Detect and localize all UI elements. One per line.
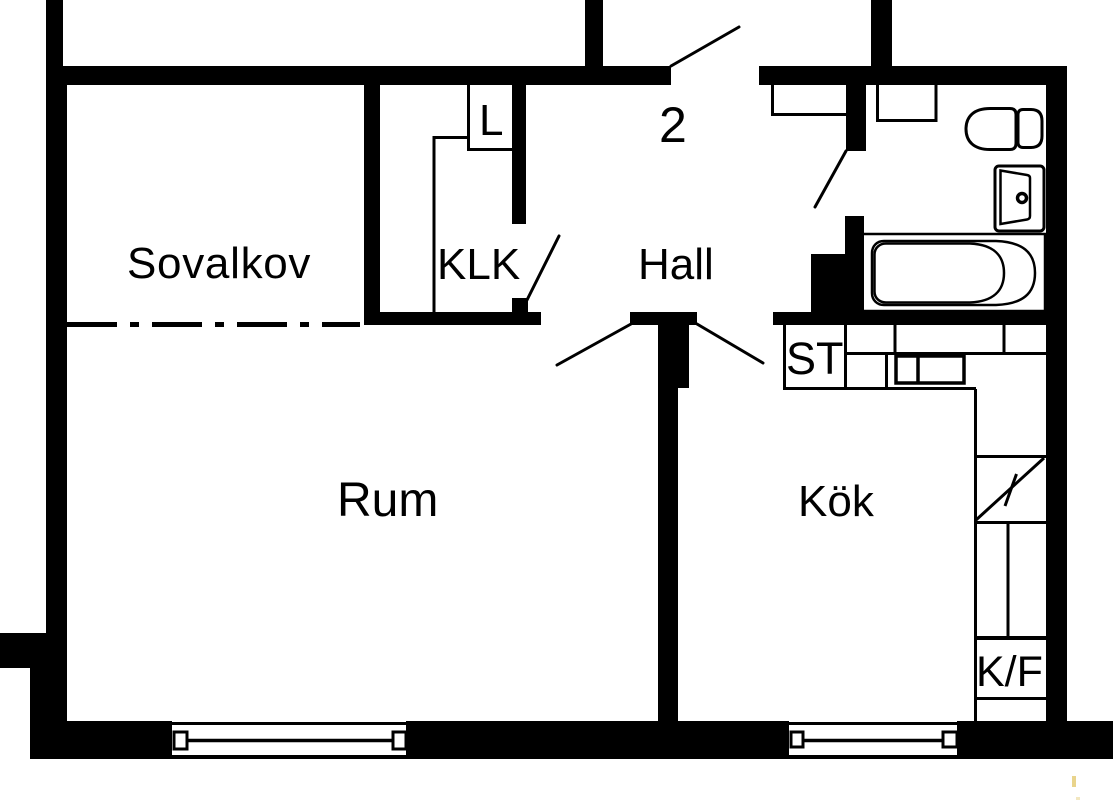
svg-text:Sovalkov: Sovalkov: [127, 239, 311, 288]
svg-text:KLK: KLK: [437, 240, 520, 289]
svg-text:Rum: Rum: [337, 474, 438, 527]
svg-text:Hall: Hall: [638, 240, 714, 289]
svg-text:Kök: Kök: [798, 477, 875, 526]
svg-text:ST: ST: [786, 333, 844, 384]
svg-text:L: L: [479, 96, 503, 145]
svg-text:2: 2: [659, 97, 687, 153]
svg-text:K/F: K/F: [976, 648, 1043, 696]
